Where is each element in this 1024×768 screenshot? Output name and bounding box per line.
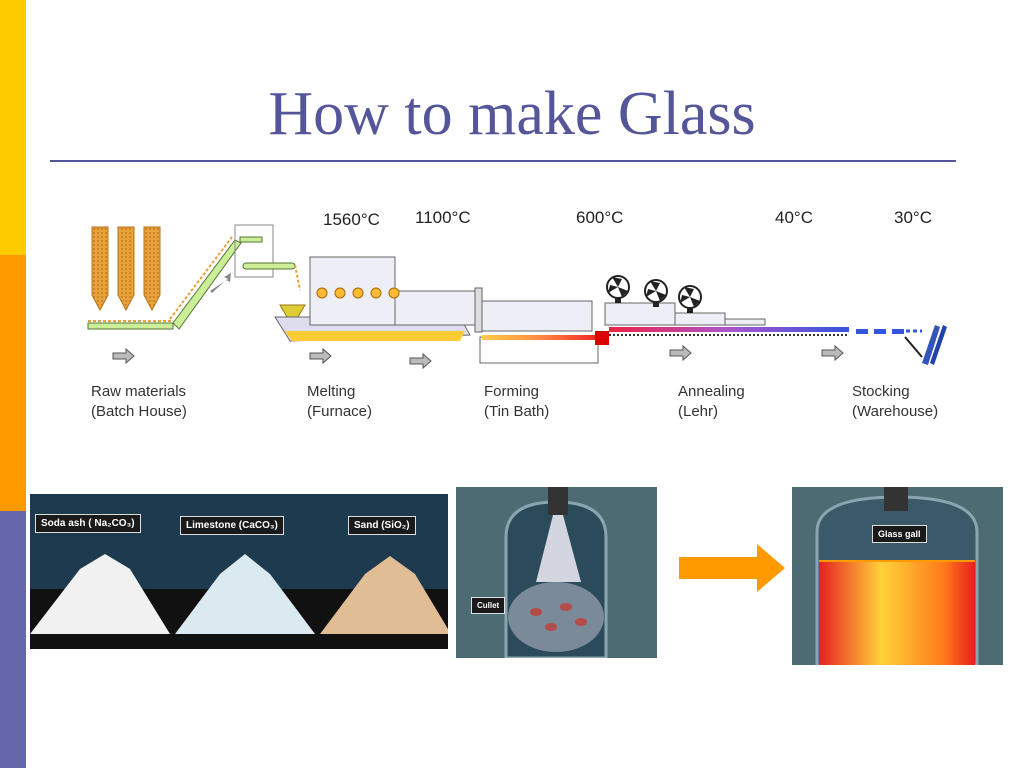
temperature-cooling: 40°C xyxy=(775,208,813,227)
slide-title: How to make Glass xyxy=(268,80,756,148)
stage-name: Melting xyxy=(307,383,356,400)
stage-location: (Batch House) xyxy=(91,403,187,420)
temperature-melting: 1560°C xyxy=(323,210,380,229)
fan-2 xyxy=(644,279,668,307)
side-band-yellow xyxy=(0,0,26,255)
process-line-illustration xyxy=(87,224,947,370)
stage-annealing: Annealing (Lehr) xyxy=(678,382,745,422)
stage-location: (Tin Bath) xyxy=(484,403,550,420)
title-underline xyxy=(50,160,956,162)
limestone-pile xyxy=(175,554,315,634)
stage-raw-materials: Raw materials (Batch House) xyxy=(91,382,187,422)
stage-location: (Lehr) xyxy=(678,403,719,420)
silo-1 xyxy=(91,226,109,312)
furnace-cullet-image: Cullet xyxy=(456,487,657,658)
limestone-label: Limestone (CaCO₃) xyxy=(180,516,284,535)
stage-name: Forming xyxy=(484,383,540,400)
soda-ash-label: Soda ash ( Na₂CO₃) xyxy=(35,514,141,533)
sand-label: Sand (SiO₂) xyxy=(348,516,416,535)
stage-name: Raw materials xyxy=(91,383,187,400)
fan-3 xyxy=(678,285,702,313)
cullet-label: Cullet xyxy=(471,597,506,614)
silo-2 xyxy=(117,226,135,312)
soda-ash-pile xyxy=(30,554,170,634)
molten-glass-image: Glass gall xyxy=(792,487,1003,665)
temperature-stocking: 30°C xyxy=(894,208,932,227)
stage-forming: Forming (Tin Bath) xyxy=(484,382,549,422)
silo-3 xyxy=(143,226,161,312)
stage-name: Stocking xyxy=(852,383,910,400)
fan-1 xyxy=(606,275,630,303)
stage-location: (Furnace) xyxy=(307,403,373,420)
temperature-forming: 1100°C xyxy=(415,208,471,227)
stage-melting: Melting (Furnace) xyxy=(307,382,372,422)
temperature-annealing: 600°C xyxy=(576,208,624,227)
side-band-purple xyxy=(0,511,26,768)
glass-gall-label: Glass gall xyxy=(872,525,927,543)
stage-stocking: Stocking (Warehouse) xyxy=(852,382,938,422)
sand-pile xyxy=(320,556,448,634)
transition-arrow-icon xyxy=(679,544,785,592)
side-band-orange xyxy=(0,255,26,511)
stage-name: Annealing xyxy=(678,383,745,400)
raw-materials-image: Soda ash ( Na₂CO₃) Limestone (CaCO₃) San… xyxy=(30,494,448,649)
process-diagram: 1560°C 1100°C 600°C 40°C 30°C Raw materi… xyxy=(60,195,970,435)
stage-location: (Warehouse) xyxy=(852,403,939,420)
